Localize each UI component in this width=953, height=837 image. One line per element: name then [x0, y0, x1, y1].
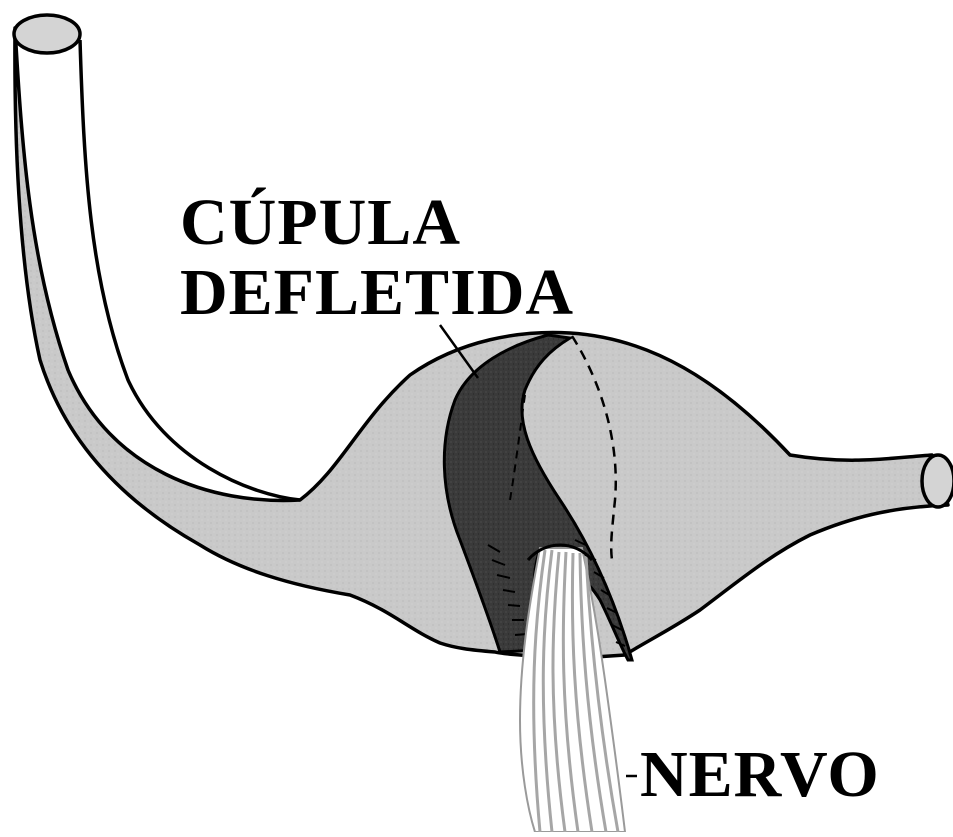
- nerve-label: NERVO: [640, 740, 880, 810]
- cupula-label-line2: DEFLETIDA: [180, 258, 574, 328]
- cupula-label-line1: CÚPULA: [180, 188, 461, 258]
- canal-opening-top: [14, 15, 80, 53]
- canal-opening-right: [922, 455, 953, 507]
